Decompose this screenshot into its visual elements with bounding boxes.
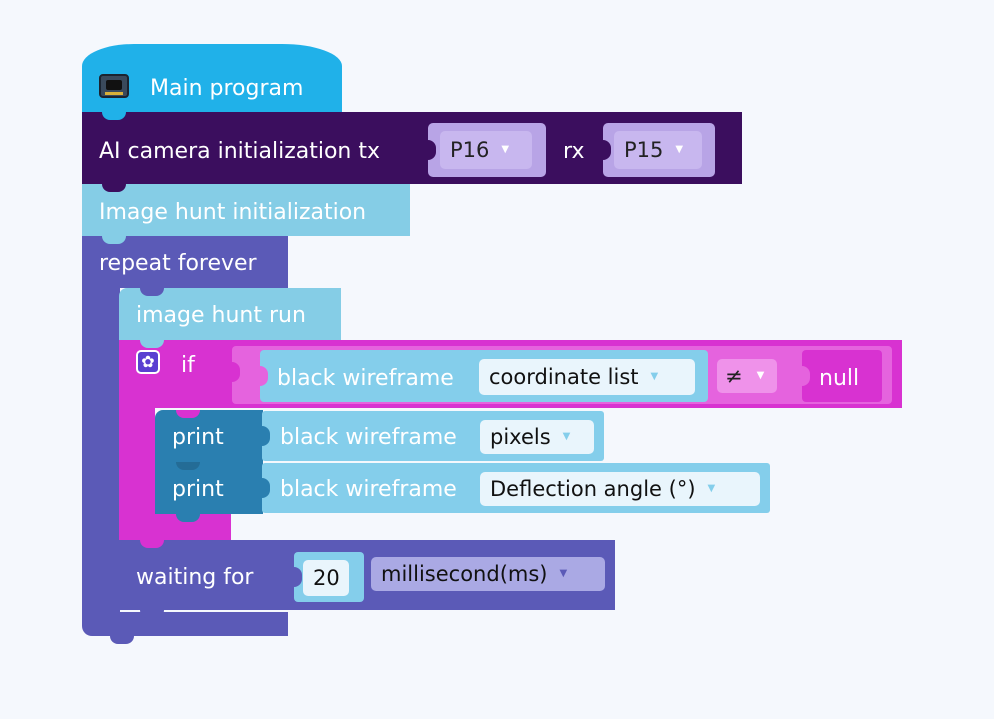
waiting-for-label: waiting for	[136, 565, 254, 590]
coordinate-reporter-prefix: black wireframe	[277, 366, 454, 391]
angle-option-value: Deflection angle (°)	[490, 476, 696, 501]
microbit-board-icon	[99, 74, 129, 98]
chevron-down-icon: ▼	[562, 431, 571, 442]
angle-reporter-prefix: black wireframe	[280, 477, 457, 502]
chevron-down-icon: ▼	[675, 144, 684, 155]
pixels-reporter-prefix: black wireframe	[280, 425, 457, 450]
tx-pin-value: P16	[450, 137, 490, 162]
ai-camera-init-label: AI camera initialization tx	[99, 139, 381, 164]
rx-pin-value: P15	[624, 137, 664, 162]
angle-option-dropdown[interactable]: Deflection angle (°) ▼	[480, 472, 760, 506]
if-bottom	[119, 514, 231, 540]
chevron-down-icon: ▼	[756, 370, 765, 381]
print-pixels-label: print	[172, 425, 224, 450]
print-pixels-block[interactable]	[155, 410, 263, 462]
image-hunt-init-block[interactable]	[82, 184, 410, 236]
wait-value-input[interactable]: 20	[303, 560, 349, 596]
main-program-label: Main program	[150, 76, 304, 101]
operator-value: ≠	[725, 363, 743, 388]
repeat-forever-bottom	[82, 612, 288, 636]
coordinate-option-value: coordinate list	[489, 364, 639, 389]
pixels-option-value: pixels	[490, 424, 551, 449]
chevron-down-icon: ▼	[501, 144, 510, 155]
null-value: null	[819, 366, 860, 391]
gear-icon[interactable]: ✿	[136, 350, 160, 374]
if-label: if	[181, 353, 195, 378]
if-arm	[119, 408, 155, 516]
pixels-option-dropdown[interactable]: pixels ▼	[480, 420, 594, 454]
chevron-down-icon: ▼	[650, 371, 659, 382]
chevron-down-icon: ▼	[707, 483, 716, 494]
rx-pin-dropdown[interactable]: P15 ▼	[614, 131, 702, 169]
rx-label: rx	[563, 139, 585, 164]
repeat-forever-arm	[82, 288, 120, 620]
image-hunt-init-label: Image hunt initialization	[99, 200, 367, 225]
coordinate-option-dropdown[interactable]: coordinate list ▼	[479, 359, 695, 395]
wait-value: 20	[313, 565, 340, 590]
print-angle-block[interactable]	[155, 462, 263, 514]
wait-unit-value: millisecond(ms)	[381, 561, 548, 586]
null-reporter[interactable]	[802, 350, 882, 402]
wait-unit-dropdown[interactable]: millisecond(ms) ▼	[371, 557, 605, 591]
print-angle-label: print	[172, 477, 224, 502]
repeat-forever-block[interactable]	[82, 236, 288, 288]
operator-dropdown[interactable]: ≠ ▼	[717, 359, 777, 393]
image-hunt-run-block[interactable]	[119, 288, 341, 340]
repeat-forever-label: repeat forever	[99, 251, 257, 276]
image-hunt-run-label: image hunt run	[136, 303, 306, 328]
chevron-down-icon: ▼	[559, 568, 568, 579]
tx-pin-dropdown[interactable]: P16 ▼	[440, 131, 532, 169]
